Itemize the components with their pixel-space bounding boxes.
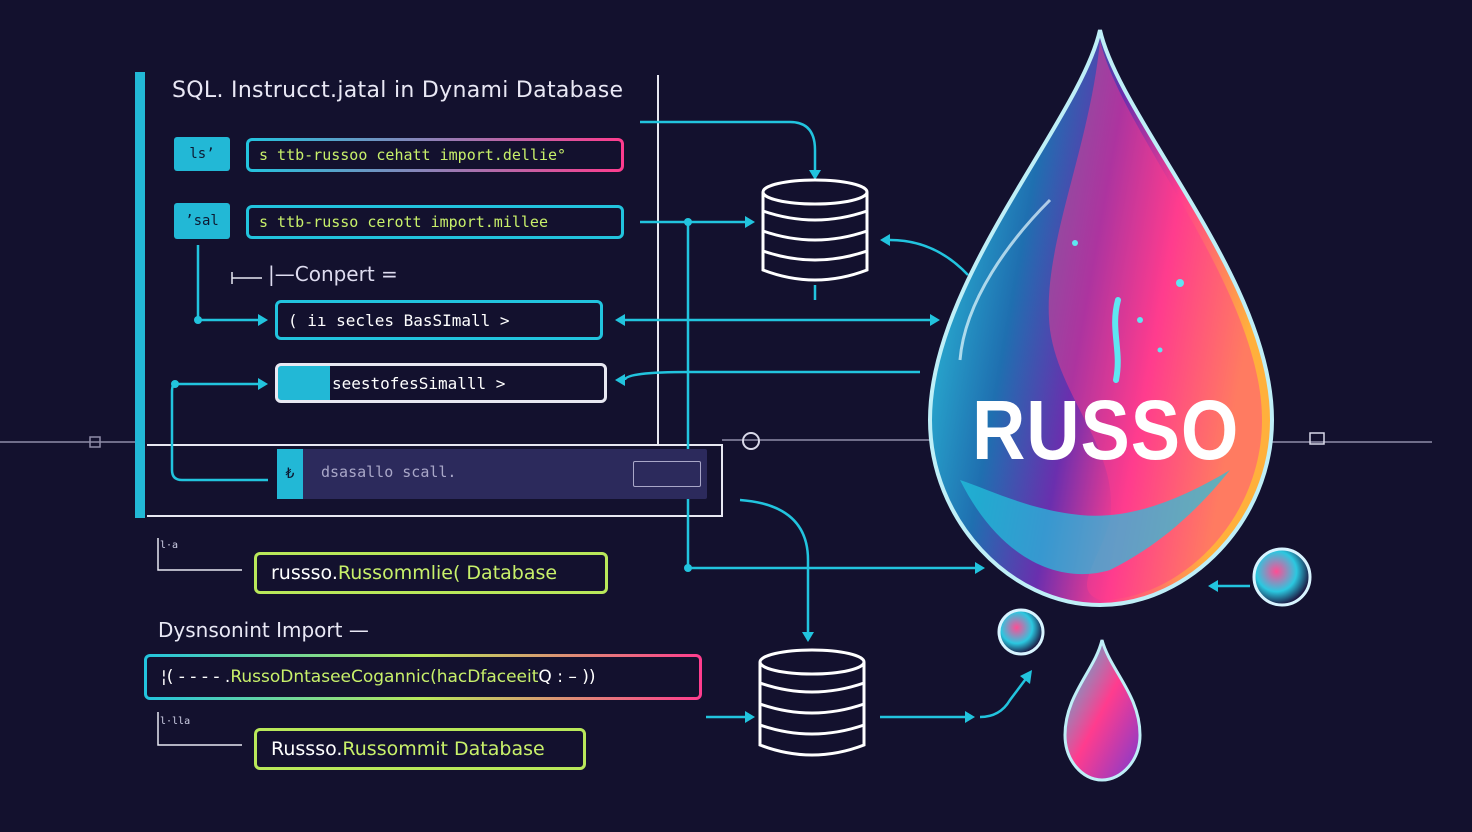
import-label: Dysnsonint Import — bbox=[158, 618, 369, 642]
russo-line-1-code: Russommlie( Database bbox=[337, 562, 558, 584]
side-mark-2: l·lla bbox=[160, 716, 191, 727]
diagram-title: SQL. Instrucct.jatal in Dynami Database bbox=[172, 78, 624, 103]
russo-line-2-prefix: Russso. bbox=[271, 738, 343, 760]
russo-drop-logo bbox=[927, 29, 1275, 608]
connector-to-small-drop bbox=[979, 675, 1029, 719]
russo-line-2-code: Russommit Database bbox=[342, 738, 545, 760]
left-frame-bar bbox=[135, 72, 145, 518]
query-row-1: s ttb-russoo cehatt import.dellie° bbox=[246, 138, 624, 172]
connector-top-to-db1 bbox=[640, 120, 817, 170]
disabled-row: ₺ dsasallo scall. bbox=[277, 449, 707, 499]
connector-drop-to-db1 bbox=[889, 238, 969, 276]
side-mark-1: l·a bbox=[160, 540, 179, 551]
disabled-row-tag: ₺ bbox=[277, 449, 303, 499]
bubble-right bbox=[1252, 547, 1312, 607]
select-row-1: ( iı secles BasSImall > bbox=[275, 300, 603, 340]
query-tag-2: ’sal bbox=[174, 203, 230, 239]
russo-line-1-prefix: russso. bbox=[271, 562, 338, 584]
small-drop bbox=[1063, 639, 1142, 782]
connector-select-row2 bbox=[623, 370, 920, 381]
axis-node bbox=[742, 432, 760, 450]
connectors bbox=[170, 120, 1250, 719]
long-code-line: ¦( - - - - . RussoDntaseeCogannic(hacDfa… bbox=[144, 654, 702, 700]
connector-left-loop bbox=[170, 382, 268, 482]
russo-line-2: Russso. Russommit Database bbox=[254, 728, 586, 770]
arrowheads bbox=[171, 170, 1218, 723]
disabled-row-icon bbox=[633, 461, 701, 487]
connector-to-db2 bbox=[739, 498, 810, 632]
select-row-2: seestofesSimalll > bbox=[275, 363, 607, 403]
axis-marker-left bbox=[89, 436, 101, 448]
connector-branch-left bbox=[196, 245, 258, 322]
axis-marker-right bbox=[1309, 432, 1325, 445]
russo-line-1: russso. Russommlie( Database bbox=[254, 552, 608, 594]
compart-label: |—Conpert = bbox=[268, 262, 398, 286]
database-icon-bottom bbox=[758, 648, 866, 757]
disabled-row-text: dsasallo scall. bbox=[321, 463, 457, 481]
query-row-2: s ttb-russo cerott import.millee bbox=[246, 205, 624, 239]
database-icon-top bbox=[761, 178, 869, 282]
disabled-row-frame bbox=[147, 444, 723, 517]
bubble-left bbox=[997, 608, 1045, 656]
brand-wordmark: RUSSO bbox=[972, 383, 1240, 477]
left-ticks bbox=[157, 272, 262, 746]
query-tag-1: lsʼ bbox=[174, 137, 230, 171]
long-line-prefix: ¦( - - - - . bbox=[161, 667, 231, 687]
long-line-code: RussoDntaseeCogannic(hacDfaceeit bbox=[230, 667, 539, 687]
long-line-suffix: Q : – )) bbox=[538, 667, 596, 687]
